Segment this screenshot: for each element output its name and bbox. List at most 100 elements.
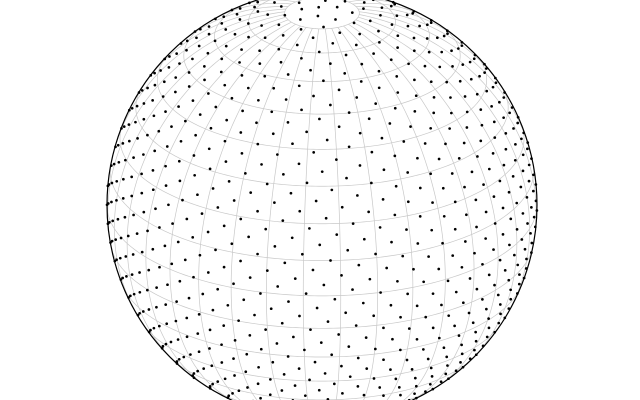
sample-point <box>356 356 360 360</box>
sample-point <box>283 261 287 265</box>
sample-point <box>526 147 529 151</box>
sample-point <box>377 86 381 90</box>
sample-point <box>311 36 315 40</box>
sample-point <box>427 255 430 258</box>
sample-point <box>240 151 244 155</box>
sample-point <box>124 158 127 162</box>
sample-point <box>526 222 529 225</box>
sample-point <box>358 32 362 36</box>
sample-point <box>332 382 336 386</box>
sample-point <box>281 219 285 222</box>
sample-point <box>130 106 134 110</box>
sample-point <box>474 198 478 202</box>
sample-point <box>478 74 481 78</box>
sample-point <box>151 247 155 251</box>
sample-point <box>364 336 368 339</box>
graticule-line <box>145 21 292 389</box>
sample-point <box>167 203 170 207</box>
sample-point <box>426 357 430 361</box>
sample-point <box>360 62 364 66</box>
sample-point <box>164 342 168 346</box>
sample-point <box>465 110 469 114</box>
sample-point <box>175 52 178 56</box>
sample-point <box>192 372 196 375</box>
sample-point <box>220 361 224 364</box>
sample-point <box>385 266 389 270</box>
sample-point <box>169 340 173 344</box>
sample-point <box>178 179 182 183</box>
sample-point <box>347 145 351 149</box>
sample-point <box>264 227 268 231</box>
sample-point <box>136 137 139 140</box>
sample-point <box>304 292 308 296</box>
sample-point <box>416 242 420 245</box>
sample-point <box>210 364 214 368</box>
sample-point <box>503 268 507 272</box>
sample-point <box>394 377 398 381</box>
sample-point <box>161 344 165 348</box>
sample-point <box>445 80 449 84</box>
sample-point <box>280 321 284 325</box>
sample-point <box>230 96 234 100</box>
sample-point <box>286 73 290 76</box>
sample-point <box>378 40 381 44</box>
sample-point <box>482 183 485 186</box>
sample-point <box>468 277 472 280</box>
sample-point <box>170 262 174 266</box>
sample-point <box>402 140 406 143</box>
sample-point <box>253 313 256 317</box>
sample-point <box>449 96 452 99</box>
sample-point <box>145 288 149 292</box>
sample-point <box>244 172 247 175</box>
sample-point <box>247 35 250 39</box>
sample-point <box>429 172 432 176</box>
sample-point <box>460 44 464 48</box>
sample-point <box>462 141 466 145</box>
sample-point <box>189 353 192 356</box>
sample-point <box>257 365 260 369</box>
sample-point <box>415 304 419 308</box>
sample-point <box>407 327 411 330</box>
sample-point <box>222 15 226 19</box>
sample-point <box>153 149 157 153</box>
sample-point <box>340 205 344 209</box>
sample-point <box>233 338 237 342</box>
sample-point <box>504 147 508 151</box>
sample-point <box>481 262 484 266</box>
sample-point <box>359 80 363 83</box>
sample-point <box>357 263 361 267</box>
sample-point <box>206 51 210 55</box>
sample-point <box>331 41 335 45</box>
sample-point <box>460 352 464 356</box>
graticule-line <box>142 323 502 382</box>
sample-point <box>507 190 511 194</box>
sample-point <box>405 358 409 362</box>
sample-point <box>397 386 401 389</box>
sample-point <box>527 163 531 167</box>
sample-point <box>429 366 433 370</box>
sample-point <box>118 256 122 260</box>
sample-point <box>334 18 337 21</box>
sample-point <box>469 77 473 81</box>
sample-point <box>450 49 453 53</box>
sample-point <box>146 229 149 233</box>
sample-point <box>176 338 180 341</box>
sample-point <box>314 199 318 203</box>
sample-point <box>130 175 134 179</box>
sample-point <box>381 198 385 201</box>
sample-point <box>185 335 189 339</box>
sample-point <box>429 126 433 130</box>
sample-point <box>340 274 343 277</box>
sample-point <box>238 61 241 64</box>
sample-point <box>493 136 497 139</box>
sample-point <box>197 44 201 48</box>
sample-point <box>367 117 371 121</box>
sample-point <box>418 215 422 218</box>
sample-point <box>155 286 158 289</box>
sample-point <box>411 12 415 15</box>
sample-point <box>140 89 144 92</box>
sample-point <box>138 290 142 294</box>
sample-point <box>509 288 512 292</box>
sample-point <box>460 343 463 347</box>
